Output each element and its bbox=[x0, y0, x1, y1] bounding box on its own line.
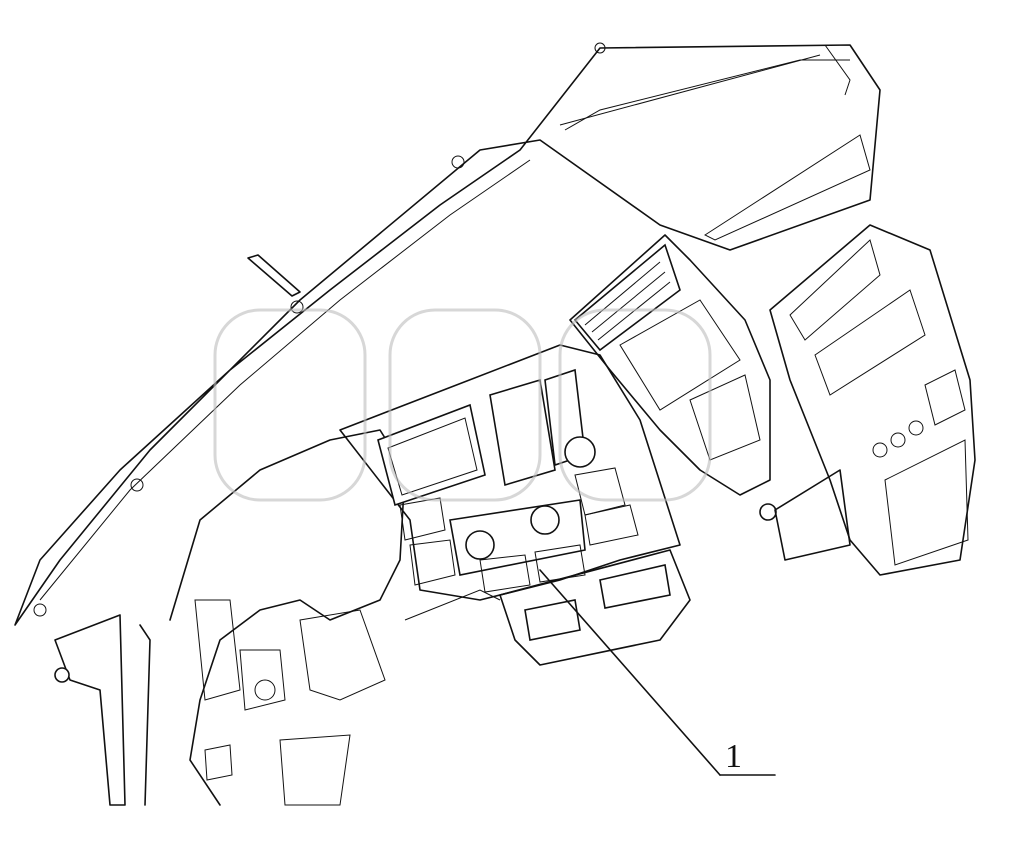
left-side-structure bbox=[54, 429, 406, 806]
right-vent-cluster bbox=[569, 234, 777, 521]
callout-number-label: 1 bbox=[725, 738, 742, 775]
watermark bbox=[213, 308, 712, 502]
lower-center-storage bbox=[404, 549, 691, 666]
callout-1: 1 bbox=[539, 569, 776, 776]
sensor-pin bbox=[247, 254, 301, 297]
dashboard-top-panel bbox=[14, 42, 881, 626]
callout-leader-line bbox=[539, 569, 721, 776]
right-trim-panel bbox=[769, 224, 976, 576]
